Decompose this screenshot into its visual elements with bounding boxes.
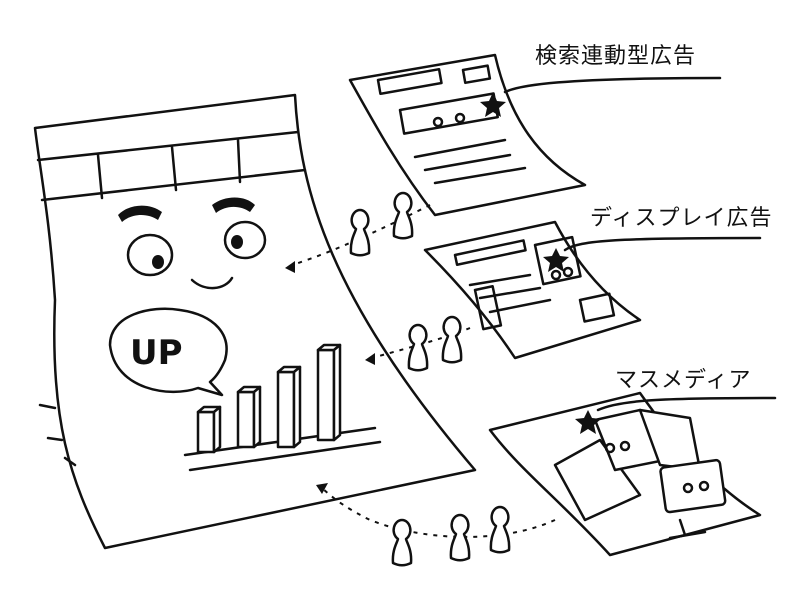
bar [316, 343, 342, 442]
label-search-ads: 検索連動型広告 [535, 44, 697, 69]
mass-media-sheet [488, 391, 777, 557]
person-figure [441, 315, 463, 364]
person-figure [392, 191, 414, 240]
people-figures [349, 191, 511, 567]
label-display-ads: ディスプレイ広告 [590, 206, 773, 231]
bar-chart [183, 343, 382, 472]
person-figure [349, 208, 371, 257]
up-speech-bubble: UP [108, 307, 228, 397]
person-figure [449, 513, 471, 562]
person-figure [407, 323, 429, 372]
bar [196, 405, 222, 454]
bar [236, 385, 262, 449]
svg-text:UP: UP [130, 333, 183, 373]
search-ad-sheet [348, 53, 722, 217]
person-figure [489, 505, 511, 554]
display-ad-sheet [423, 220, 762, 360]
face [118, 197, 267, 290]
bar [276, 365, 302, 449]
person-figure [391, 518, 413, 567]
motion-lines [38, 403, 77, 467]
label-mass-media: マスメディア [615, 368, 752, 393]
